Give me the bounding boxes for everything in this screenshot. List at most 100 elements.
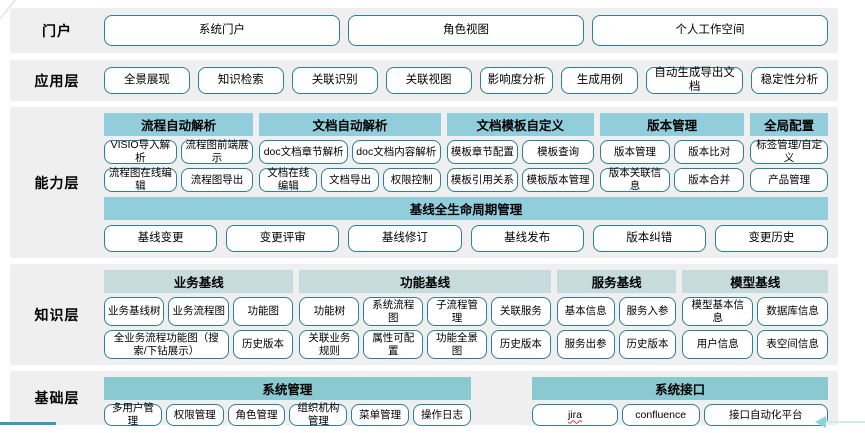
capability-button[interactable]: doc文档内容解析 — [351, 140, 441, 164]
knowledge-button[interactable]: 模型基本信息 — [682, 297, 754, 326]
baseline-buttons-row: 基线变更 变更评审 基线修订 基线发布 版本纠错 变更历史 — [104, 225, 829, 252]
left-arrow-icon — [815, 416, 865, 428]
knowledge-button[interactable]: 系统流程图 — [363, 297, 424, 326]
knowledge-button[interactable]: 历史版本 — [232, 330, 294, 359]
base-button-jira[interactable]: jira — [532, 404, 618, 426]
base-group-system-mgmt: 系统管理 多用户管理 权限管理 角色管理 组织机构管理 菜单管理 操作日志 — [104, 377, 471, 427]
baseline-button[interactable]: 基线变更 — [104, 225, 218, 252]
knowledge-button[interactable]: 功能树 — [299, 297, 360, 326]
capability-content: 流程自动解析 VISIO导入解析 流程图前端展示 流程图在线编辑 流程图导出 文… — [104, 107, 838, 258]
knowledge-button[interactable]: 用户信息 — [682, 330, 754, 359]
app-button[interactable]: 全景展现 — [104, 67, 190, 94]
capability-group-doc-parse: 文档自动解析 doc文档章节解析 doc文档内容解析 文档在线编辑 文档导出 权… — [259, 113, 441, 192]
band-base: 基础层 系统管理 多用户管理 权限管理 角色管理 组织机构管理 菜单管理 操作日… — [10, 371, 838, 427]
knowledge-button[interactable]: 服务入参 — [618, 297, 677, 326]
app-button[interactable]: 自动生成导出文档 — [646, 67, 743, 94]
knowledge-button[interactable]: 业务基线树 — [104, 297, 165, 326]
band-application: 应用层 全景展现 知识检索 关联识别 关联视图 影响度分析 生成用例 自动生成导… — [10, 60, 838, 101]
capability-button[interactable]: 标签管理/自定义 — [750, 139, 828, 164]
app-button[interactable]: 影响度分析 — [479, 67, 554, 94]
layer-label-application: 应用层 — [34, 72, 80, 89]
knowledge-button[interactable]: 功能全景图 — [427, 330, 487, 359]
capability-button[interactable]: 模板版本管理 — [522, 168, 594, 192]
knowledge-group-model-baseline: 模型基线 模型基本信息 数据库信息 用户信息 表空间信息 — [682, 270, 828, 359]
group-header: 系统管理 — [104, 377, 471, 400]
capability-button[interactable]: 流程图前端展示 — [180, 139, 254, 164]
group-header: 服务基线 — [556, 270, 677, 293]
base-button-interface-automation[interactable]: 接口自动化平台 — [703, 404, 828, 426]
band-knowledge: 知识层 业务基线 业务基线树 业务流程图 功能图 全业务流程功能图（搜索/下钻展… — [10, 264, 838, 365]
group-header: 文档模板自定义 — [446, 113, 594, 136]
base-button[interactable]: 操作日志 — [413, 404, 471, 426]
baseline-button[interactable]: 版本纠错 — [592, 225, 706, 252]
knowledge-button[interactable]: 子流程管理 — [427, 297, 487, 326]
portal-button-system-portal[interactable]: 系统门户 — [104, 15, 340, 46]
knowledge-button[interactable]: 关联业务规则 — [299, 330, 360, 359]
portal-button-role-view[interactable]: 角色视图 — [348, 15, 584, 46]
capability-button[interactable]: doc文档章节解析 — [259, 140, 348, 164]
knowledge-button[interactable]: 功能图 — [232, 297, 294, 326]
capability-button[interactable]: 版本比对 — [674, 140, 745, 164]
capability-button[interactable]: 模板查询 — [522, 140, 594, 164]
capability-button[interactable]: 版本合并 — [674, 168, 745, 192]
base-button[interactable]: 多用户管理 — [104, 402, 162, 427]
knowledge-button[interactable]: 表空间信息 — [757, 330, 828, 359]
capability-button[interactable]: 产品管理 — [750, 168, 828, 192]
capability-button[interactable]: 模板引用关系 — [446, 168, 519, 192]
group-header: 模型基线 — [682, 270, 828, 293]
knowledge-button[interactable]: 服务出参 — [556, 330, 615, 359]
knowledge-button[interactable]: 属性可配置 — [363, 330, 424, 359]
app-button[interactable]: 关联视图 — [385, 67, 472, 94]
base-group-system-interface: 系统接口 jira confluence 接口自动化平台 — [532, 377, 828, 426]
layer-label-knowledge: 知识层 — [34, 306, 80, 323]
app-button[interactable]: 生成用例 — [561, 67, 639, 94]
knowledge-button[interactable]: 业务流程图 — [168, 297, 229, 326]
spacer — [477, 377, 526, 419]
baseline-button[interactable]: 基线修订 — [348, 225, 462, 252]
knowledge-groups-row: 业务基线 业务基线树 业务流程图 功能图 全业务流程功能图（搜索/下钻展示） 历… — [104, 270, 828, 359]
knowledge-group-service-baseline: 服务基线 基本信息 服务入参 服务出参 历史版本 — [556, 270, 677, 359]
group-header: 版本管理 — [599, 113, 745, 136]
knowledge-button[interactable]: 基本信息 — [556, 297, 615, 326]
group-header: 文档自动解析 — [259, 113, 441, 136]
capability-button[interactable]: 版本管理 — [599, 140, 671, 164]
baseline-button[interactable]: 变更评审 — [226, 225, 340, 252]
knowledge-button[interactable]: 历史版本 — [490, 330, 551, 359]
bottom-left-accent-line — [0, 422, 56, 425]
capability-group-version-mgmt: 版本管理 版本管理 版本比对 版本关联信息 版本合并 — [599, 113, 745, 192]
capability-button[interactable]: 权限控制 — [382, 168, 441, 192]
capability-button[interactable]: VISIO导入解析 — [104, 139, 177, 164]
knowledge-group-function-baseline: 功能基线 功能树 系统流程图 子流程管理 关联服务 关联业务规则 属性可配置 功… — [299, 270, 551, 359]
capability-group-global-config: 全局配置 标签管理/自定义 产品管理 — [750, 113, 828, 192]
portal-buttons-row: 系统门户 角色视图 个人工作空间 — [104, 8, 838, 53]
group-header: 流程自动解析 — [104, 113, 254, 136]
app-button[interactable]: 稳定性分析 — [750, 67, 828, 94]
capability-group-process-parse: 流程自动解析 VISIO导入解析 流程图前端展示 流程图在线编辑 流程图导出 — [104, 113, 254, 192]
knowledge-button[interactable]: 数据库信息 — [757, 297, 828, 326]
baseline-button[interactable]: 变更历史 — [714, 225, 829, 252]
base-button-confluence[interactable]: confluence — [621, 404, 700, 426]
app-button[interactable]: 关联识别 — [291, 67, 378, 94]
capability-button[interactable]: 文档导出 — [321, 168, 379, 192]
portal-button-personal-workspace[interactable]: 个人工作空间 — [592, 15, 828, 46]
knowledge-button[interactable]: 关联服务 — [490, 297, 551, 326]
app-button[interactable]: 知识检索 — [197, 67, 284, 94]
knowledge-button[interactable]: 全业务流程功能图（搜索/下钻展示） — [104, 330, 229, 359]
capability-button[interactable]: 模板章节配置 — [446, 140, 519, 164]
base-button[interactable]: 菜单管理 — [351, 404, 410, 426]
baseline-lifecycle-banner: 基线全生命周期管理 — [104, 197, 828, 220]
capability-button[interactable]: 文档在线编辑 — [259, 167, 318, 192]
layer-label-capability: 能力层 — [34, 174, 80, 191]
base-button[interactable]: 权限管理 — [165, 404, 224, 426]
group-header: 系统接口 — [532, 377, 828, 400]
arrow-head — [815, 416, 826, 428]
base-button[interactable]: 角色管理 — [227, 404, 286, 426]
knowledge-button[interactable]: 历史版本 — [618, 330, 677, 359]
capability-button[interactable]: 流程图在线编辑 — [104, 167, 177, 192]
capability-group-template-custom: 文档模板自定义 模板章节配置 模板查询 模板引用关系 模板版本管理 — [446, 113, 594, 192]
base-button[interactable]: 组织机构管理 — [289, 402, 348, 427]
capability-button[interactable]: 流程图导出 — [180, 168, 254, 192]
base-groups-row: 系统管理 多用户管理 权限管理 角色管理 组织机构管理 菜单管理 操作日志 系统… — [104, 377, 828, 427]
capability-button[interactable]: 版本关联信息 — [599, 167, 671, 192]
baseline-button[interactable]: 基线发布 — [470, 225, 584, 252]
